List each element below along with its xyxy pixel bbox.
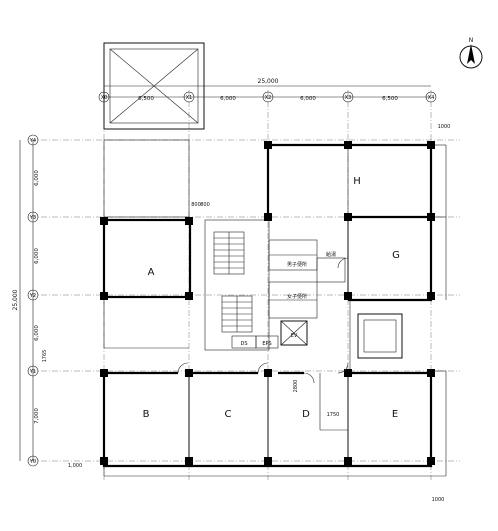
span-x0-x1: 6,500 xyxy=(138,96,154,102)
y-grid-bubbles: Y4 Y3 Y2 Y1 Y0 xyxy=(27,134,39,467)
north-label: N xyxy=(469,37,474,44)
span-x2-x3: 6,000 xyxy=(300,96,316,102)
span-x1-x2: 6,000 xyxy=(220,96,236,102)
eps-label: EPS xyxy=(262,341,271,347)
mens-wc-label: 男子便所 xyxy=(287,261,307,268)
room-d-label: D xyxy=(302,409,310,420)
grid-x2: X2 xyxy=(265,95,272,101)
dim-bottom-right: 1000 xyxy=(432,497,445,503)
grid-x1: X1 xyxy=(186,95,193,101)
room-b-label: B xyxy=(143,409,150,420)
total-width-label: 25,000 xyxy=(258,78,279,85)
grid-y4: Y4 xyxy=(29,138,36,144)
grid-x0: X0 xyxy=(101,95,108,101)
room-e-label: E xyxy=(392,409,398,420)
grid-lines xyxy=(30,90,460,480)
womens-wc-label: 女子便所 xyxy=(287,293,307,300)
stair xyxy=(213,231,253,333)
room-c-label: C xyxy=(225,409,232,420)
span-y3-y2: 6,000 xyxy=(34,248,40,264)
core-labels: 男子便所 給湯 女子便所 EV DS EPS xyxy=(240,251,336,347)
dim-core-a: 800 xyxy=(191,202,201,208)
grid-y3: Y3 xyxy=(29,215,36,221)
grid-x3: X3 xyxy=(345,95,352,101)
room-h-label: H xyxy=(353,176,361,187)
misc-dimensions: 1000 1000 800 800 1765 1750 2800 1,000 xyxy=(42,124,450,503)
total-height-label: 25,000 xyxy=(12,289,19,310)
span-y1-y0: 7,000 xyxy=(34,408,40,424)
room-a-label: A xyxy=(148,267,155,278)
room-g-label: G xyxy=(392,250,400,261)
ds-label: DS xyxy=(240,341,247,347)
left-dimensions: 25,000 6,000 6,000 6,000 7,000 xyxy=(12,140,40,461)
dim-d-partition: 1750 xyxy=(327,412,340,418)
doors xyxy=(177,257,349,384)
dim-top-right: 1000 xyxy=(438,124,451,130)
span-y4-y3: 6,000 xyxy=(34,170,40,186)
core-area xyxy=(204,219,346,351)
columns xyxy=(100,141,435,465)
north-arrow: N xyxy=(459,37,483,69)
dim-d-door: 2800 xyxy=(293,380,299,393)
top-dimensions: 25,000 6,500 6,000 6,000 6,500 xyxy=(104,78,431,102)
dim-bottom-left: 1,000 xyxy=(68,463,82,469)
dim-core-b: 800 xyxy=(200,202,210,208)
span-y2-y1: 6,000 xyxy=(34,325,40,341)
span-x3-x4: 6,500 xyxy=(382,96,398,102)
grid-y1: Y1 xyxy=(29,369,36,375)
grid-x4: X4 xyxy=(428,95,435,101)
grid-y0: Y0 xyxy=(29,459,36,465)
ev-label: EV xyxy=(291,333,298,339)
dim-left-mid: 1765 xyxy=(42,350,48,363)
x-grid-bubbles: X0 X1 X2 X3 X4 xyxy=(98,91,437,103)
building-walls xyxy=(102,139,447,477)
grid-y2: Y2 xyxy=(29,293,36,299)
kitchenette-label: 給湯 xyxy=(326,251,336,258)
room-labels: A B C D E G H xyxy=(143,176,400,420)
